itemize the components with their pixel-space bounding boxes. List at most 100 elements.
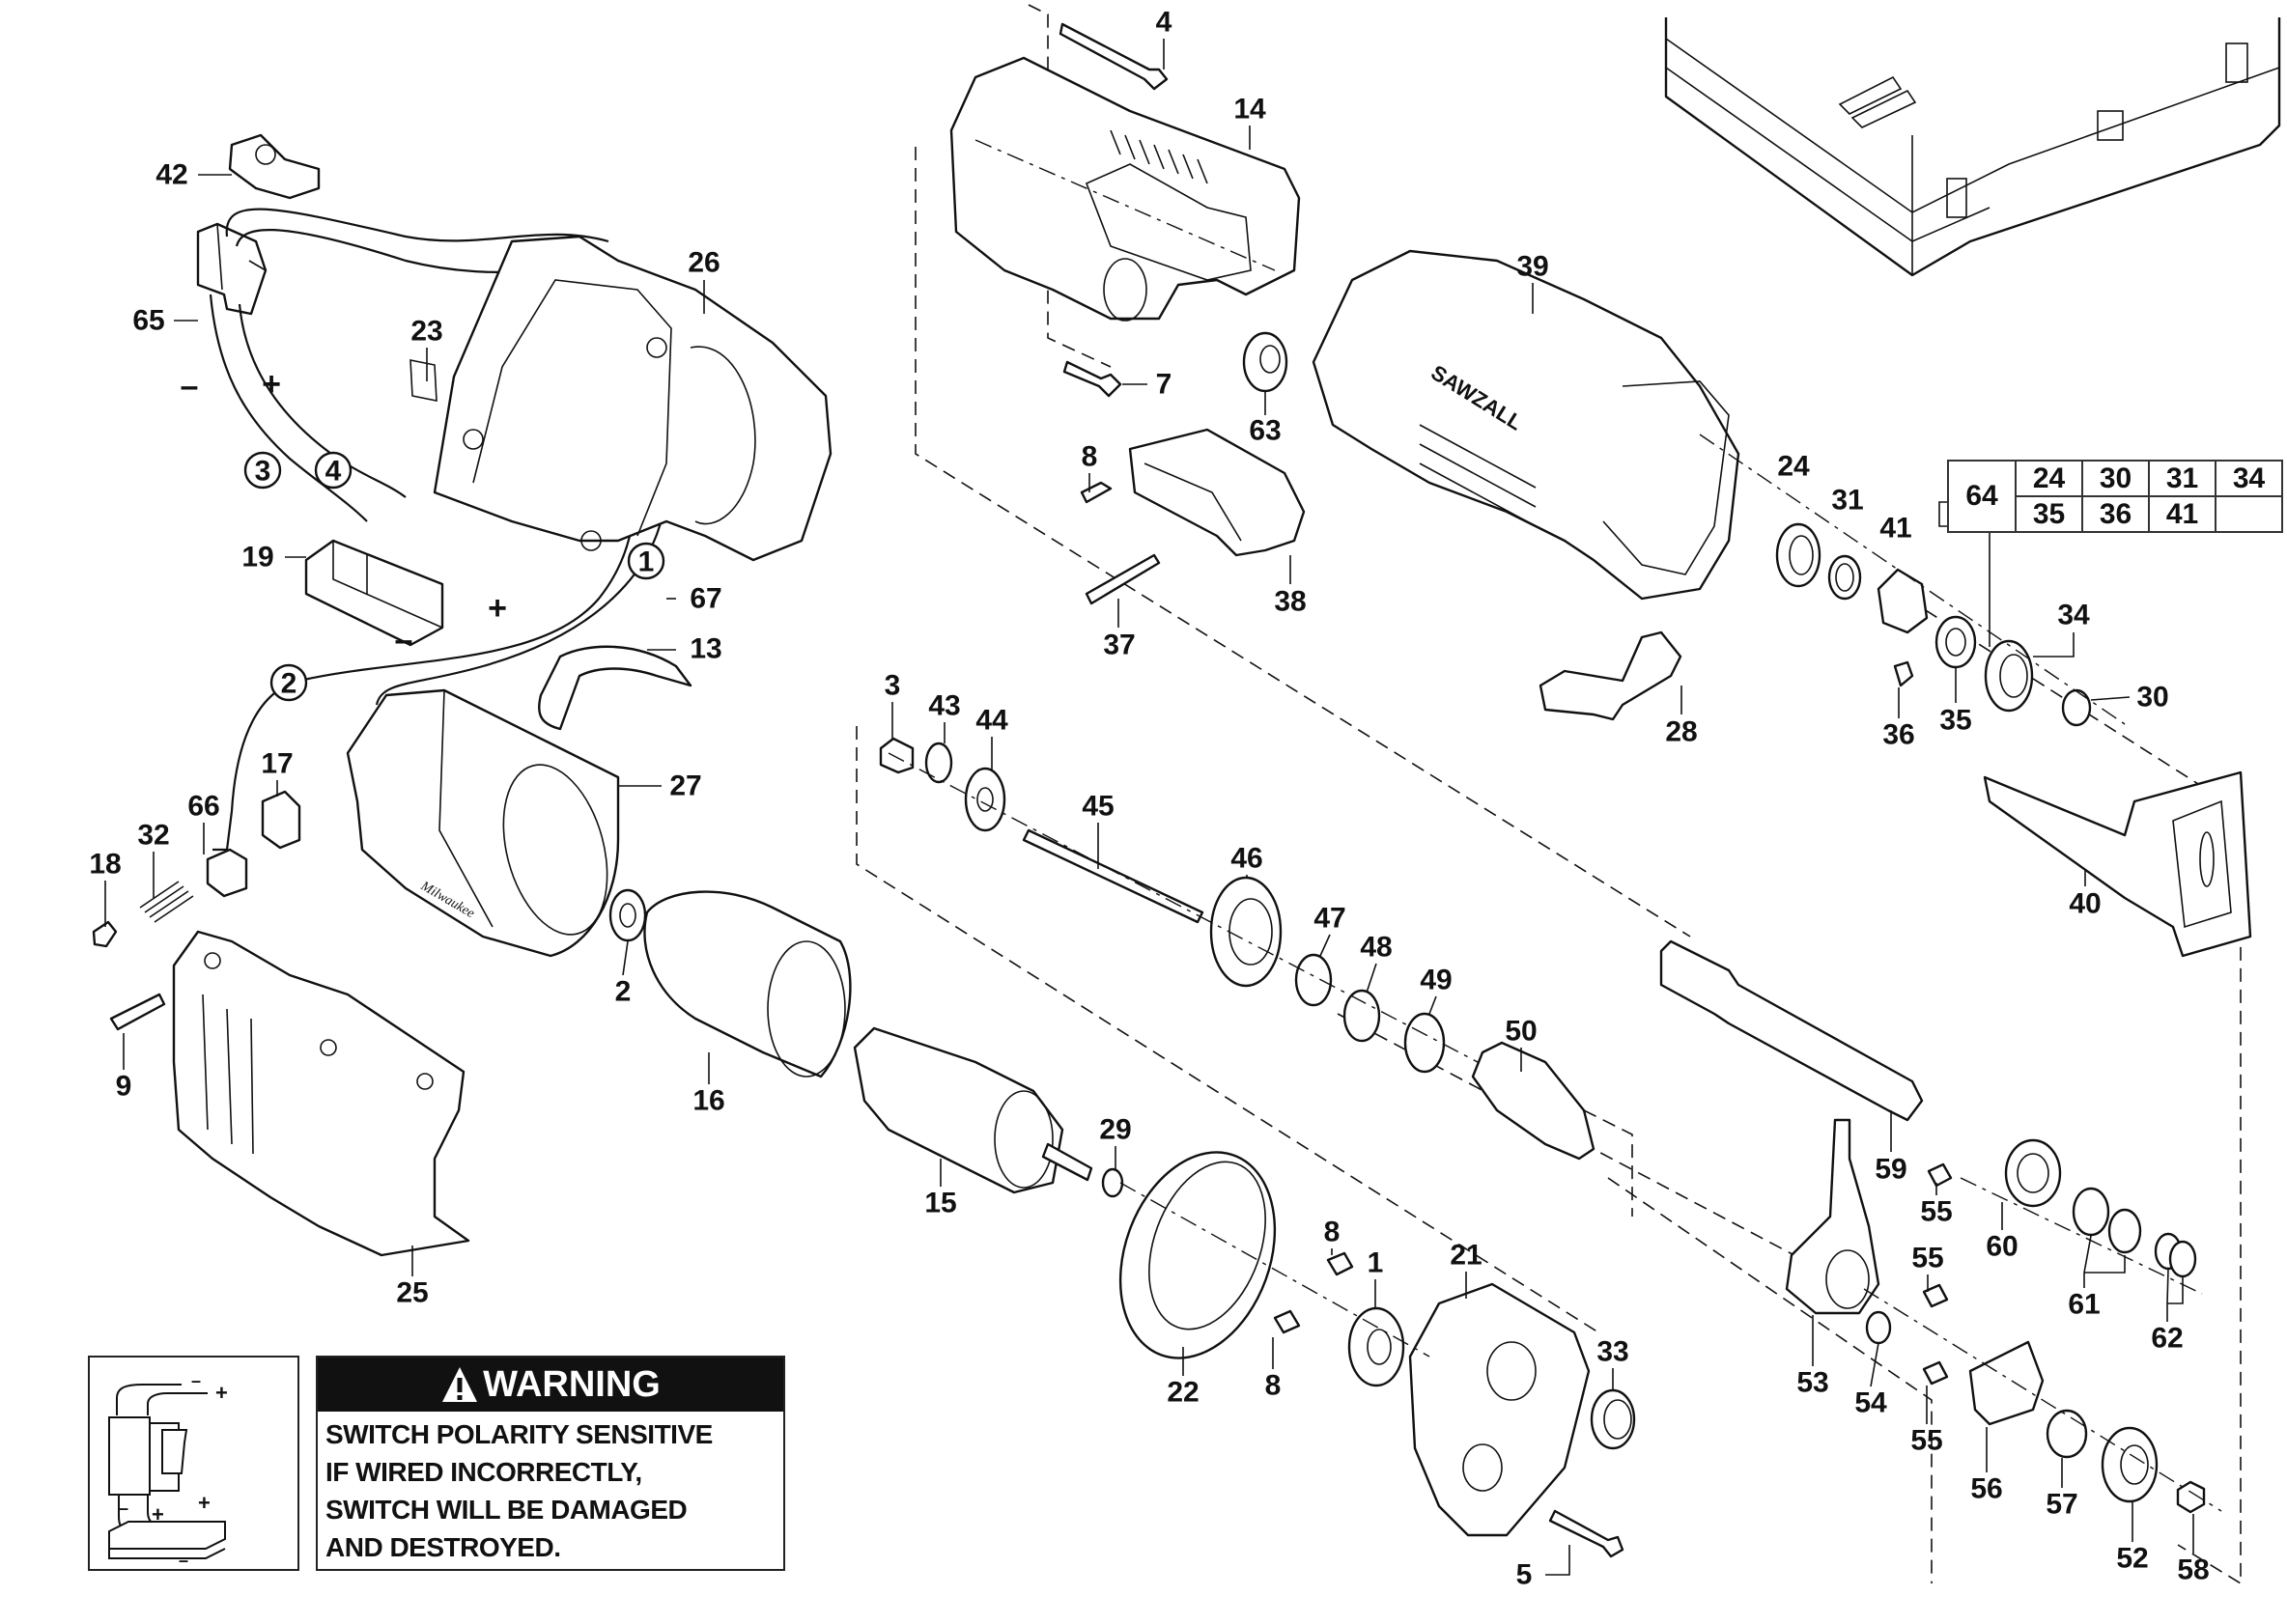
part-36-pin	[1893, 660, 1914, 687]
part-29-retaining-ring	[1101, 1167, 1124, 1198]
part-label-37: 37	[1103, 630, 1135, 661]
brush-minus-mark: –	[395, 622, 413, 658]
part-53-wobble-bearing	[1785, 1118, 1880, 1315]
part-16-stator	[643, 890, 852, 1078]
part-label-66: 66	[187, 791, 219, 823]
part-label-29: 29	[1099, 1114, 1131, 1146]
part-41-clamp-body	[1877, 568, 1929, 634]
part-label-21: 21	[1450, 1240, 1482, 1272]
kit-item: 34	[2215, 460, 2283, 497]
part-8-screw-b	[1326, 1251, 1354, 1276]
part-label-67: 67	[690, 583, 721, 615]
part-3-needle-bearing	[879, 737, 915, 774]
part-label-65: 65	[132, 305, 164, 337]
part-55-screw-a	[1927, 1162, 1953, 1188]
part-label-8a: 8	[1082, 441, 1098, 473]
part-label-24: 24	[1777, 451, 1810, 483]
bottom-minus-mark: –	[179, 1551, 188, 1569]
warning-title: WARNING	[483, 1363, 661, 1405]
kit-item: 31	[2148, 460, 2216, 497]
part-26-motor-housing	[433, 235, 833, 562]
part-label-63: 63	[1249, 415, 1281, 447]
part-55-screw-b	[1922, 1283, 1949, 1308]
kit-item: 41	[2148, 495, 2216, 533]
part-label-26: 26	[688, 247, 720, 279]
part-2-bearing	[608, 888, 647, 942]
part-32-brush-spring	[139, 881, 194, 923]
part-5-screw	[1548, 1509, 1624, 1558]
part-label-46: 46	[1230, 843, 1262, 875]
part-label-57: 57	[2046, 1489, 2077, 1521]
part-57-bushing	[2046, 1409, 2088, 1459]
kit-contents-table: 64 24 30 31 34 35 36 41	[1947, 460, 2283, 533]
svg-text:1: 1	[638, 546, 655, 578]
part-27-field-housing: Milwaukee	[346, 688, 620, 958]
part-label-41: 41	[1879, 513, 1911, 545]
part-34-clamp-sleeve	[1984, 639, 2034, 713]
part-label-4: 4	[1156, 7, 1172, 39]
part-62-seal-b	[2168, 1240, 2197, 1278]
part-label-36: 36	[1882, 719, 1914, 751]
warning-panel: WARNING SWITCH POLARITY SENSITIVE IF WIR…	[316, 1356, 785, 1571]
part-label-38: 38	[1274, 586, 1306, 618]
part-label-49: 49	[1420, 965, 1452, 996]
wire-marker-1: 1	[627, 542, 665, 580]
part-label-34: 34	[2057, 600, 2090, 631]
part-48-washer	[1342, 989, 1381, 1043]
part-1-bearing	[1347, 1306, 1405, 1387]
part-35-retainer	[1934, 615, 1977, 669]
part-46-gear	[1209, 876, 1283, 988]
part-label-56: 56	[1970, 1473, 2002, 1505]
part-label-50: 50	[1505, 1016, 1537, 1048]
part-label-13: 13	[690, 633, 721, 665]
part-label-9: 9	[116, 1071, 132, 1103]
part-label-5: 5	[1516, 1559, 1533, 1591]
part-label-60: 60	[1986, 1231, 2018, 1263]
switch-wiring-diagram: – + – + + –	[108, 1371, 228, 1570]
part-label-18: 18	[89, 849, 121, 881]
part-label-8b: 8	[1324, 1217, 1341, 1248]
svg-text:4: 4	[325, 456, 342, 488]
part-label-3: 3	[885, 670, 901, 702]
part-label-23: 23	[410, 316, 442, 348]
part-52-bearing	[2101, 1426, 2159, 1503]
part-44-thrust-washer	[964, 767, 1006, 832]
top-minus-mark: –	[191, 1371, 201, 1390]
part-label-58: 58	[2177, 1554, 2209, 1586]
mid-plus-mark: +	[152, 1502, 164, 1526]
part-label-39: 39	[1516, 251, 1548, 283]
part-56-bearing-plate	[1968, 1340, 2045, 1426]
warning-triangle-icon	[442, 1367, 478, 1402]
part-49-bearing	[1403, 1012, 1446, 1074]
part-label-47: 47	[1313, 903, 1345, 935]
kit-item: 35	[2015, 495, 2083, 533]
leader-lines	[104, 39, 2194, 1576]
warning-line: SWITCH WILL BE DAMAGED	[325, 1495, 688, 1525]
part-label-48: 48	[1360, 932, 1392, 964]
kit-item: 24	[2015, 460, 2083, 497]
part-58-nut	[2176, 1480, 2206, 1514]
part-9-screw	[109, 993, 166, 1031]
part-label-52: 52	[2116, 1543, 2148, 1575]
part-label-32: 32	[137, 820, 169, 852]
part-50-crank	[1471, 1041, 1595, 1161]
left-minus-mark: –	[119, 1498, 128, 1518]
part-label-19: 19	[241, 542, 273, 574]
part-label-14: 14	[1233, 94, 1266, 126]
part-label-40: 40	[2069, 888, 2101, 920]
part-label-43: 43	[928, 690, 960, 722]
part-label-25: 25	[396, 1277, 428, 1309]
part-33-bushing	[1590, 1388, 1636, 1450]
part-13-field-shield	[538, 645, 692, 731]
part-17-brush-clip	[261, 790, 301, 850]
part-label-35: 35	[1939, 705, 1971, 737]
axis-lines	[888, 139, 2222, 1512]
warning-header: WARNING	[318, 1358, 783, 1412]
part-31-spring	[1827, 554, 1862, 601]
kit-number: 64	[1947, 460, 2017, 533]
wire-marker-4: 4	[314, 451, 353, 490]
part-label-62: 62	[2151, 1323, 2183, 1355]
part-8-screw-a	[1080, 481, 1113, 504]
part-38-guard-bracket	[1128, 428, 1306, 557]
part-23-label-plate	[409, 359, 438, 402]
